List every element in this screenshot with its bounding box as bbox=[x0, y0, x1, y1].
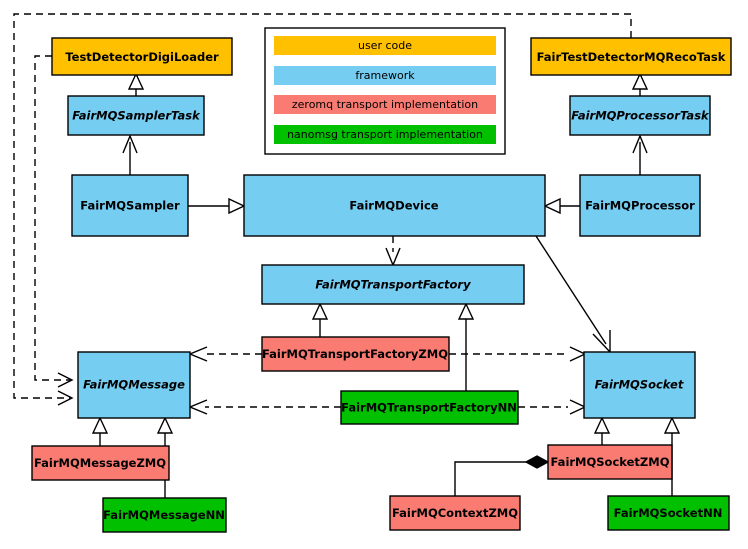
node-fairmqsampler[interactable]: FairMQSampler bbox=[71, 174, 189, 237]
node-fairmqmessage[interactable]: FairMQMessage bbox=[77, 351, 191, 419]
node-fairmqprocessor[interactable]: FairMQProcessor bbox=[579, 174, 701, 237]
node-label: FairMQTransportFactory bbox=[315, 278, 471, 292]
node-box[interactable] bbox=[31, 445, 170, 481]
arrowhead-factoryzmq-to-factory bbox=[311, 302, 329, 320]
node-fairmqcontextzmq[interactable]: FairMQContextZMQ bbox=[389, 495, 521, 531]
edge-socketzmq-to-contextzmq bbox=[454, 461, 537, 496]
node-fairmqsocketzmq[interactable]: FairMQSocketZMQ bbox=[547, 444, 673, 480]
arrowhead-digiloader-to-message bbox=[57, 372, 74, 388]
node-box[interactable] bbox=[51, 37, 233, 76]
node-label: FairMQSocketNN bbox=[614, 506, 723, 520]
node-box[interactable] bbox=[607, 495, 730, 531]
node-box[interactable] bbox=[261, 336, 450, 372]
legend-label-framework: framework bbox=[355, 69, 415, 82]
arrowhead-messagenn-to-message bbox=[156, 416, 174, 434]
node-label: FairMQContextZMQ bbox=[392, 506, 518, 520]
diamond-socketzmq-composition bbox=[524, 455, 550, 469]
legend-label-user-code: user code bbox=[358, 39, 412, 52]
node-box[interactable] bbox=[71, 174, 189, 237]
node-box[interactable] bbox=[569, 95, 711, 136]
node-fairmqmessagenn[interactable]: FairMQMessageNN bbox=[102, 497, 227, 533]
arrowhead-factorynn-to-factory bbox=[457, 302, 475, 320]
arrowhead-sampler-to-samplertask bbox=[122, 134, 138, 154]
node-fairmqsocket[interactable]: FairMQSocket bbox=[583, 351, 696, 419]
arrowhead-sampler-to-device bbox=[228, 197, 246, 215]
legend-swatch-user-code bbox=[274, 36, 496, 55]
node-fairmqtransportfactorynn[interactable]: FairMQTransportFactoryNN bbox=[340, 390, 519, 425]
node-box[interactable] bbox=[547, 444, 673, 480]
node-box[interactable] bbox=[67, 95, 205, 136]
legend-item-nanomsg: nanomsg transport implementation bbox=[274, 125, 496, 144]
node-label: FairMQProcessor bbox=[585, 199, 695, 213]
legend-item-framework: framework bbox=[274, 66, 496, 85]
node-fairmqprocessortask[interactable]: FairMQProcessorTask bbox=[569, 95, 711, 136]
node-box[interactable] bbox=[261, 264, 525, 305]
node-label: FairMQMessageNN bbox=[103, 508, 225, 522]
legend-swatch-nanomsg bbox=[274, 125, 496, 144]
node-label: FairMQMessageZMQ bbox=[34, 456, 166, 470]
node-fairmqdevice[interactable]: FairMQDevice bbox=[243, 174, 546, 237]
node-box[interactable] bbox=[583, 351, 696, 419]
node-label: FairMQDevice bbox=[349, 199, 438, 213]
edge-device-to-socket bbox=[535, 235, 607, 345]
node-fairtestdetectormqrecotask[interactable]: FairTestDetectorMQRecoTask bbox=[530, 37, 732, 76]
node-label: FairMQTransportFactoryNN bbox=[341, 401, 517, 415]
node-label: FairMQProcessorTask bbox=[571, 109, 710, 123]
arrowhead-processor-to-processortask bbox=[632, 134, 648, 154]
node-box[interactable] bbox=[102, 497, 227, 533]
node-fairmqtransportfactoryzmq[interactable]: FairMQTransportFactoryZMQ bbox=[261, 336, 450, 372]
node-label: FairMQSamplerTask bbox=[72, 109, 201, 123]
node-label: FairMQMessage bbox=[83, 378, 185, 392]
arrowhead-processortask-to-recotask bbox=[631, 72, 649, 90]
legend-swatch-zeromq bbox=[274, 95, 496, 114]
node-box[interactable] bbox=[389, 495, 521, 531]
arrowhead-samplertask-to-digiloader bbox=[127, 72, 145, 90]
arrowhead-socketnn-to-socket bbox=[663, 416, 681, 434]
node-testdetectordigiloader[interactable]: TestDetectorDigiLoader bbox=[51, 37, 233, 76]
legend-item-zeromq: zeromq transport implementation bbox=[274, 95, 496, 114]
arrowhead-processor-to-device bbox=[543, 197, 561, 215]
node-fairmqsamplertask[interactable]: FairMQSamplerTask bbox=[67, 95, 205, 136]
node-label: FairMQSocketZMQ bbox=[551, 455, 670, 469]
node-label: FairMQSocket bbox=[595, 378, 684, 392]
node-box[interactable] bbox=[340, 390, 519, 425]
node-box[interactable] bbox=[243, 174, 546, 237]
node-fairmqmessagezmq[interactable]: FairMQMessageZMQ bbox=[31, 445, 170, 481]
legend-swatch-framework bbox=[274, 66, 496, 85]
node-box[interactable] bbox=[77, 351, 191, 419]
node-fairmqtransportfactory[interactable]: FairMQTransportFactory bbox=[261, 264, 525, 305]
node-label: FairMQSampler bbox=[80, 199, 180, 213]
node-label: FairTestDetectorMQRecoTask bbox=[537, 50, 726, 64]
arrowhead-socketzmq-to-socket bbox=[593, 416, 611, 434]
legend: user code framework zeromq transport imp… bbox=[264, 27, 506, 155]
legend-item-user-code: user code bbox=[274, 36, 496, 55]
node-box[interactable] bbox=[579, 174, 701, 237]
node-box[interactable] bbox=[530, 37, 732, 76]
legend-label-nanomsg: nanomsg transport implementation bbox=[287, 128, 483, 141]
node-label: TestDetectorDigiLoader bbox=[65, 50, 219, 64]
legend-label-zeromq: zeromq transport implementation bbox=[292, 98, 478, 111]
arrowhead-messagezmq-to-message bbox=[91, 416, 109, 434]
node-label: FairMQTransportFactoryZMQ bbox=[262, 347, 448, 361]
node-layer: TestDetectorDigiLoader FairMQSamplerTask… bbox=[31, 37, 732, 533]
node-fairmqsocketnn[interactable]: FairMQSocketNN bbox=[607, 495, 730, 531]
edge-recotask-to-message bbox=[13, 13, 632, 399]
arrowhead-recotask-to-message bbox=[57, 390, 74, 406]
